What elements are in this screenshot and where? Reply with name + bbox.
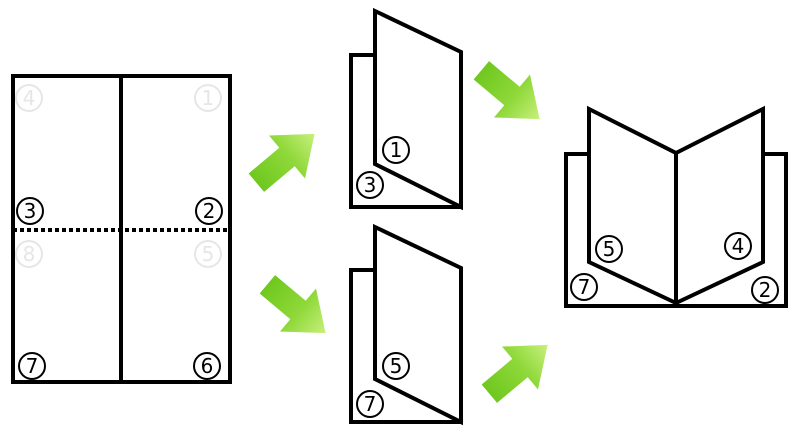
svg-text:1: 1 — [390, 138, 403, 162]
ghost-number-bottom-right: 5 — [194, 240, 222, 268]
svg-text:5: 5 — [603, 237, 616, 261]
page-number-back: 3 — [356, 171, 384, 199]
svg-text:8: 8 — [23, 242, 36, 266]
svg-text:6: 6 — [201, 354, 214, 378]
svg-text:3: 3 — [24, 199, 37, 223]
ghost-number-top-left: 4 — [15, 84, 43, 112]
svg-text:4: 4 — [23, 86, 36, 110]
svg-text:4: 4 — [732, 234, 745, 258]
arrow-icon — [473, 61, 540, 120]
svg-text:2: 2 — [759, 278, 772, 302]
booklet: 5 4 7 2 — [564, 105, 788, 308]
arrow-icon — [248, 133, 315, 192]
page-number-back: 7 — [356, 390, 384, 418]
page-number-top-left: 3 — [16, 197, 44, 225]
ghost-number-top-right: 1 — [194, 84, 222, 112]
folded-sheet-bottom: 5 7 — [349, 223, 463, 426]
svg-text:7: 7 — [26, 354, 39, 378]
page-number-right-outer: 2 — [751, 276, 779, 304]
svg-text:5: 5 — [202, 242, 215, 266]
svg-text:3: 3 — [364, 173, 377, 197]
folded-sheet-top: 1 3 — [349, 7, 463, 211]
arrow-icon — [481, 344, 548, 403]
svg-text:7: 7 — [578, 275, 591, 299]
svg-text:7: 7 — [364, 392, 377, 416]
flat-sheet: 4 1 8 5 3 2 7 6 — [11, 74, 232, 384]
page-number-front: 5 — [382, 352, 410, 380]
page-number-left-inner: 5 — [595, 235, 623, 263]
page-number-left-outer: 7 — [570, 273, 598, 301]
svg-text:1: 1 — [202, 86, 215, 110]
page-number-bottom-left: 7 — [18, 352, 46, 380]
svg-text:2: 2 — [203, 199, 216, 223]
page-number-bottom-right: 6 — [193, 352, 221, 380]
page-number-front: 1 — [382, 136, 410, 164]
arrow-icon — [259, 275, 326, 334]
svg-text:5: 5 — [390, 354, 403, 378]
ghost-number-bottom-left: 8 — [15, 240, 43, 268]
page-number-right-inner: 4 — [724, 232, 752, 260]
page-number-top-right: 2 — [195, 197, 223, 225]
